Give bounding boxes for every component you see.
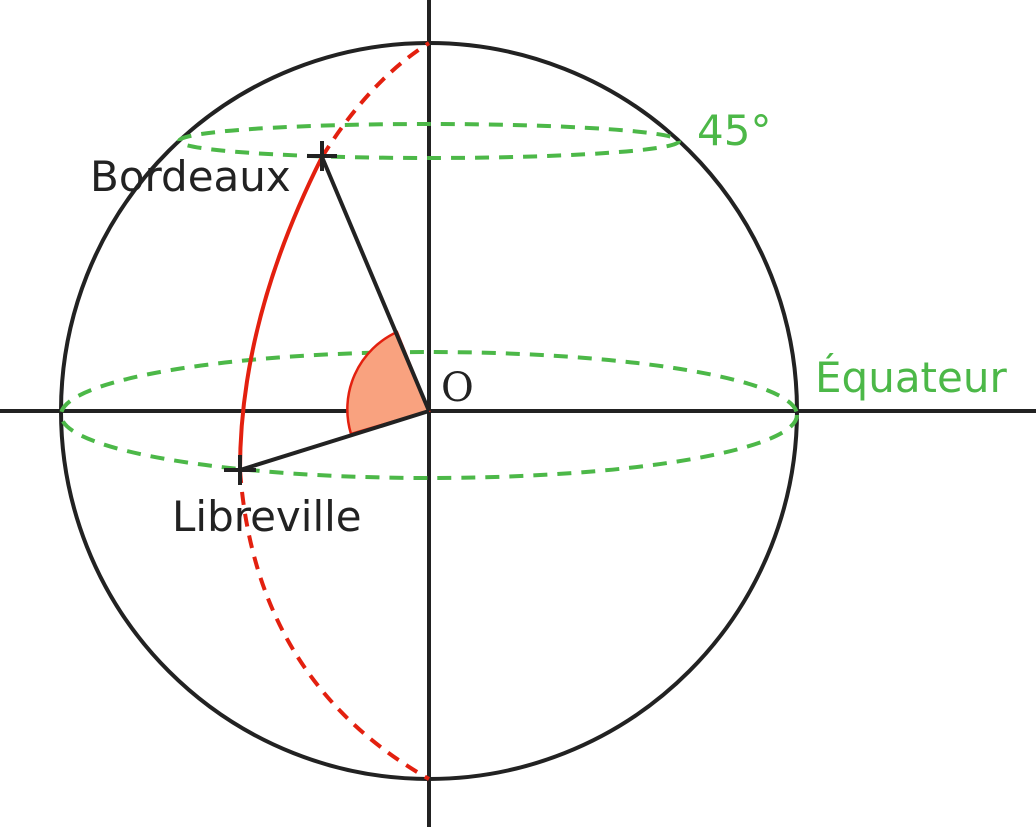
origin-label: O — [441, 365, 474, 411]
angle-sector — [346, 330, 431, 436]
bordeaux-label: Bordeaux — [90, 152, 291, 201]
radius-to-bordeaux — [320, 156, 431, 412]
libreville-marker — [224, 455, 256, 485]
equator-label: Équateur — [815, 352, 1007, 402]
libreville-label: Libreville — [172, 492, 362, 541]
meridian-arc-dashed-bottom — [238, 469, 430, 781]
equator-ellipse — [59, 350, 799, 480]
meridian-arc-solid — [238, 156, 324, 471]
latitude-45-label: 45° — [697, 106, 771, 155]
radius-to-libreville — [239, 409, 430, 472]
latitude-45-ellipse — [177, 122, 681, 160]
bordeaux-marker — [307, 141, 337, 171]
meridian-arc-dashed-top — [320, 41, 431, 159]
